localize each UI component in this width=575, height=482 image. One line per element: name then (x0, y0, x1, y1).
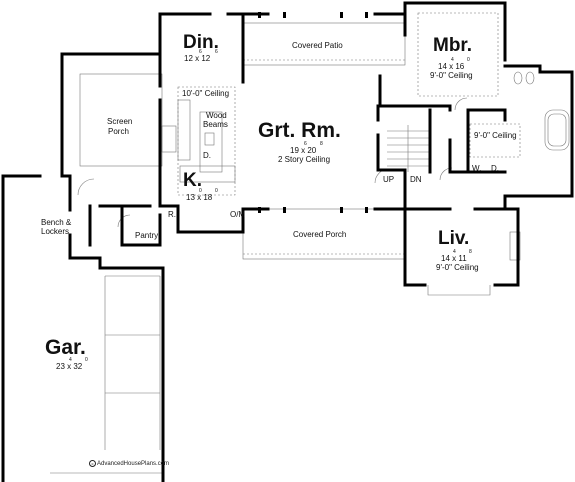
master-dim-inches-b: 0 (467, 57, 470, 63)
light-lines (50, 12, 570, 474)
wood-beams-label-line2: Beams (203, 120, 228, 129)
kitchen-dim-inches-b: 0 (215, 188, 218, 194)
living-room-dimensions: 14 x 11 (441, 254, 467, 263)
bench-lockers-label-line1: Bench & (41, 218, 72, 227)
dryer-label: D. (491, 164, 499, 173)
great-room-name: Grt. Rm. (258, 119, 341, 142)
great-room-dim-inches-b: 8 (320, 141, 323, 147)
washer-label: W. (472, 164, 482, 173)
dining-room-name: Din. (183, 32, 219, 53)
kitchen-ceiling-label: 10'-0" Ceiling (182, 89, 230, 98)
dining-room-dimensions: 12 x 12 (184, 55, 210, 63)
living-room-name: Liv. (438, 228, 470, 249)
oven-microwave-label: O/M (230, 210, 246, 219)
master-bedroom-dimensions: 14 x 16 (438, 62, 465, 71)
credit-text: AdvancedHousePlans.com (97, 461, 170, 468)
great-room-dimensions: 19 x 20 (290, 146, 317, 155)
master-bedroom-ceiling: 9'-0" Ceiling (430, 71, 473, 80)
wood-beams-label-line1: Wood (206, 111, 227, 120)
great-room-dim-inches-a: 6 (304, 141, 307, 147)
dining-dim-text: 12 x 12 (184, 54, 211, 63)
covered-porch-label: Covered Porch (293, 230, 347, 239)
screen-porch-label-line2: Porch (108, 127, 129, 136)
stairs-down-label: DN (410, 175, 422, 184)
pantry-label: Pantry (135, 231, 159, 240)
refrigerator-label: R. (168, 210, 176, 219)
dishwasher-label: D. (203, 151, 211, 160)
bath-ceiling-label: 9'-0" Ceiling (474, 131, 517, 140)
garage-dimensions: 23 x 32 (56, 362, 83, 371)
stairs-up-label: UP (383, 175, 395, 184)
bench-lockers-label-line2: Lockers (41, 227, 70, 236)
living-dim-inches-b: 8 (469, 249, 472, 255)
kitchen-dim-inches-a: 0 (199, 188, 202, 194)
garage-dim-inches-a: 4 (69, 357, 72, 363)
living-room-ceiling: 9'-0" Ceiling (436, 263, 479, 272)
kitchen-dimensions: 13 x 18 (186, 193, 213, 202)
window-marks (258, 12, 368, 213)
screen-porch-label-line1: Screen (107, 117, 133, 126)
garage-name: Gar. (45, 336, 86, 359)
dining-dim-inches-a: 6 (199, 49, 202, 55)
garage-dim-inches-b: 0 (85, 357, 88, 363)
dining-dim-inches-b: 6 (215, 49, 218, 55)
kitchen-name: K. (183, 170, 202, 191)
living-dim-inches-a: 4 (453, 249, 456, 255)
great-room-ceiling: 2 Story Ceiling (278, 155, 331, 164)
master-dim-inches-a: 4 (451, 57, 454, 63)
master-bedroom-name: Mbr. (433, 35, 473, 56)
copyright-icon: c (89, 460, 96, 467)
covered-patio-label: Covered Patio (292, 41, 343, 50)
